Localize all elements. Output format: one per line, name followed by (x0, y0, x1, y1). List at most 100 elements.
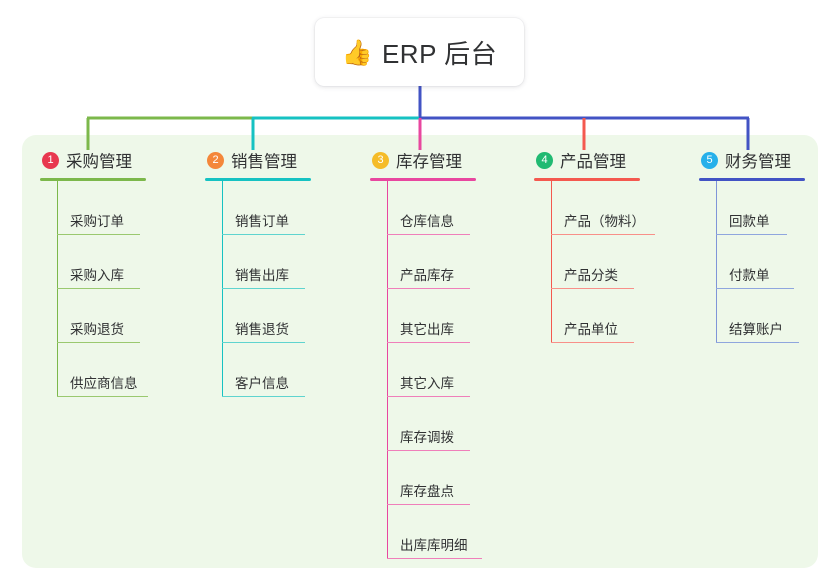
child-item[interactable]: 采购订单 (40, 181, 188, 235)
branch-rule-1 (40, 178, 146, 181)
child-label: 产品单位 (564, 322, 618, 337)
branch-rule-3 (370, 178, 476, 181)
branch-header-2[interactable]: 2 销售管理 (205, 148, 353, 172)
child-label: 库存盘点 (400, 484, 454, 499)
child-label: 仓库信息 (400, 214, 454, 229)
branch-children-5: 回款单 付款单 结算账户 (699, 181, 839, 343)
branch-children-2: 销售订单 销售出库 销售退货 客户信息 (205, 181, 353, 397)
child-rule (387, 503, 470, 505)
child-item[interactable]: 产品库存 (370, 235, 520, 289)
branch-spine-2 (222, 181, 224, 397)
branch-title-4: 产品管理 (560, 153, 626, 171)
branch-header-5[interactable]: 5 财务管理 (699, 148, 839, 172)
child-rule (716, 233, 787, 235)
branch-spine-3 (387, 181, 389, 559)
child-item[interactable]: 库存盘点 (370, 451, 520, 505)
child-item[interactable]: 其它入库 (370, 343, 520, 397)
child-item[interactable]: 库存调拨 (370, 397, 520, 451)
child-label: 产品库存 (400, 268, 454, 283)
branch-header-3[interactable]: 3 库存管理 (370, 148, 520, 172)
branch-column-1: 1 采购管理 采购订单 采购入库 采购退货 供应商信息 (40, 148, 188, 397)
child-item[interactable]: 仓库信息 (370, 181, 520, 235)
child-item[interactable]: 付款单 (699, 235, 839, 289)
child-rule (716, 341, 799, 343)
child-item[interactable]: 其它出库 (370, 289, 520, 343)
child-item[interactable]: 回款单 (699, 181, 839, 235)
child-rule (387, 395, 470, 397)
child-item[interactable]: 客户信息 (205, 343, 353, 397)
child-label: 采购订单 (70, 214, 124, 229)
branch-header-4[interactable]: 4 产品管理 (534, 148, 694, 172)
child-label: 销售订单 (235, 214, 289, 229)
branch-column-4: 4 产品管理 产品（物料） 产品分类 产品单位 (534, 148, 694, 343)
child-item[interactable]: 销售订单 (205, 181, 353, 235)
branch-rule-4 (534, 178, 640, 181)
child-label: 销售出库 (235, 268, 289, 283)
child-item[interactable]: 出库库明细 (370, 505, 520, 559)
child-label: 库存调拨 (400, 430, 454, 445)
child-rule (57, 341, 140, 343)
branch-badge-3: 3 (372, 151, 389, 169)
diagram-background-panel (22, 135, 818, 568)
branch-title-5: 财务管理 (725, 153, 791, 171)
branch-title-3: 库存管理 (396, 153, 462, 171)
branch-column-3: 3 库存管理 仓库信息 产品库存 其它出库 其它入库 库存调拨 (370, 148, 520, 559)
child-rule (387, 287, 470, 289)
branch-rule-2 (205, 178, 311, 181)
child-label: 采购入库 (70, 268, 124, 283)
child-rule (387, 449, 470, 451)
child-label: 付款单 (729, 268, 770, 283)
branch-spine-5 (716, 181, 718, 343)
child-item[interactable]: 销售退货 (205, 289, 353, 343)
branch-spine-4 (551, 181, 553, 343)
child-label: 产品分类 (564, 268, 618, 283)
child-rule (387, 233, 470, 235)
branch-badge-1: 1 (42, 151, 59, 169)
child-rule (222, 395, 305, 397)
child-item[interactable]: 销售出库 (205, 235, 353, 289)
child-item[interactable]: 供应商信息 (40, 343, 188, 397)
child-rule (716, 287, 794, 289)
branch-spine-1 (57, 181, 59, 397)
branch-column-2: 2 销售管理 销售订单 销售出库 销售退货 客户信息 (205, 148, 353, 397)
child-label: 产品（物料） (564, 214, 645, 229)
child-rule (57, 395, 148, 397)
child-item[interactable]: 结算账户 (699, 289, 839, 343)
child-rule (222, 233, 305, 235)
child-rule (551, 233, 655, 235)
child-item[interactable]: 产品（物料） (534, 181, 694, 235)
branch-children-4: 产品（物料） 产品分类 产品单位 (534, 181, 694, 343)
child-label: 回款单 (729, 214, 770, 229)
branch-children-3: 仓库信息 产品库存 其它出库 其它入库 库存调拨 库存盘点 (370, 181, 520, 559)
child-item[interactable]: 产品单位 (534, 289, 694, 343)
child-rule (551, 287, 634, 289)
child-item[interactable]: 采购入库 (40, 235, 188, 289)
child-label: 采购退货 (70, 322, 124, 337)
child-rule (57, 287, 140, 289)
branch-column-5: 5 财务管理 回款单 付款单 结算账户 (699, 148, 839, 343)
thumbs-up-icon: 👍 (341, 37, 373, 67)
child-rule (387, 557, 482, 559)
child-label: 结算账户 (729, 322, 783, 337)
child-label: 供应商信息 (70, 376, 138, 391)
root-node-title: ERP 后台 (381, 38, 498, 69)
child-rule (222, 341, 305, 343)
branch-children-1: 采购订单 采购入库 采购退货 供应商信息 (40, 181, 188, 397)
child-rule (222, 287, 305, 289)
branch-header-1[interactable]: 1 采购管理 (40, 148, 188, 172)
child-label: 客户信息 (235, 376, 289, 391)
child-rule (387, 341, 470, 343)
branch-badge-2: 2 (207, 151, 224, 169)
child-item[interactable]: 采购退货 (40, 289, 188, 343)
child-label: 销售退货 (235, 322, 289, 337)
child-label: 其它出库 (400, 322, 454, 337)
branch-title-1: 采购管理 (66, 153, 132, 171)
child-rule (551, 341, 634, 343)
branch-badge-4: 4 (536, 151, 553, 169)
root-node[interactable]: 👍 ERP 后台 (315, 18, 524, 86)
branch-title-2: 销售管理 (231, 153, 297, 171)
child-rule (57, 233, 140, 235)
child-item[interactable]: 产品分类 (534, 235, 694, 289)
branch-rule-5 (699, 178, 805, 181)
